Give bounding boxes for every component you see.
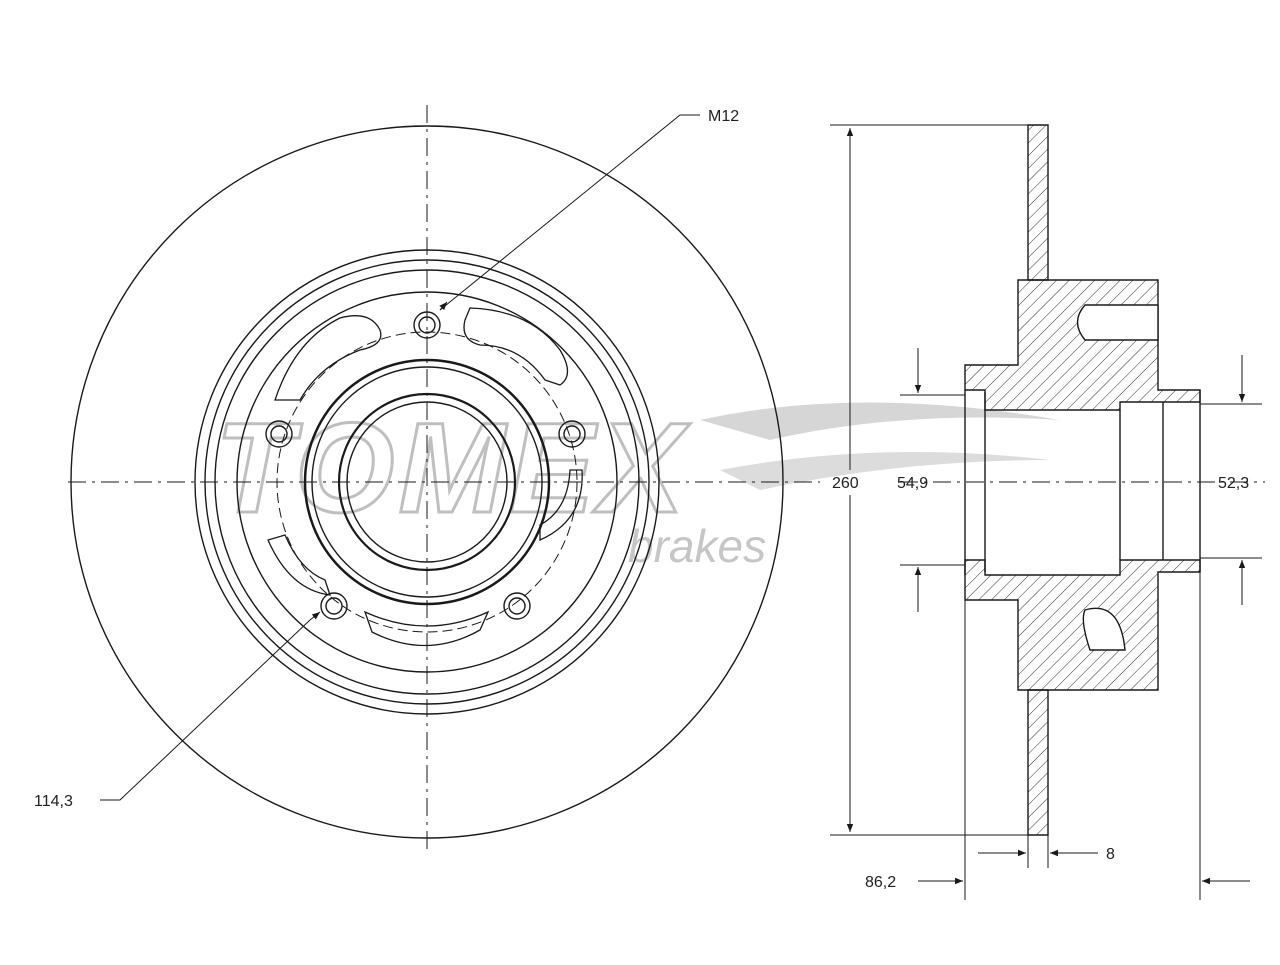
label-thickness: 8 [1106,846,1115,863]
disc-outer-edge [70,125,784,839]
hat-ring-2 [214,269,640,695]
watermark-sub: brakes [628,520,766,572]
bolt-holes [265,311,586,620]
label-outer-diameter: 260 [832,475,859,492]
hub-pockets [267,307,583,647]
bolt-circle-line [276,331,578,633]
section-hub-upper [964,279,1201,411]
bolt-hole-1 [413,311,441,339]
section-flange-top [1027,124,1049,281]
pocket-3 [363,610,490,647]
bolt-hole-4 [320,592,348,620]
hub-ring-2 [311,366,543,598]
watermark-swoosh-top [700,402,1060,440]
label-bore-outer: 52,3 [1218,475,1249,492]
watermark-brand: TOMEX [215,397,690,540]
watermark: TOMEX brakes [214,396,1060,572]
watermark-swoosh-bottom [720,452,1050,490]
disc-section-view [900,124,1265,836]
upper-bolt-channel [1076,304,1159,341]
label-total-height: 86,2 [865,874,896,891]
bearing-ring [337,392,517,572]
lower-bolt-pocket [1082,607,1126,651]
label-thread: M12 [708,108,739,125]
thread-leader [439,114,700,311]
hat-ring-3 [236,291,618,673]
friction-ring-inner-edge [194,249,660,715]
bore [346,401,508,563]
pocket-4 [274,315,382,401]
bolt-hole-3-inner [508,597,526,615]
dimensions [830,124,1262,900]
thread-leader-arrow [439,301,448,311]
hub-ring-outer [303,358,551,606]
label-bolt-circle: 114,3 [34,793,73,810]
bolt-hole-2-inner [563,425,581,443]
bore-outline [964,390,1201,575]
label-bore-inner: 54,9 [897,475,928,492]
pocket-2 [539,469,583,542]
section-flange-bottom [1027,689,1049,836]
bolt-hole-3 [503,592,531,620]
pocket-5 [267,534,331,596]
dimension-labels: M12 114,3 260 54,9 52,3 86,2 8 [34,108,1249,891]
pocket-1 [463,307,569,386]
bolt-hole-5-inner [270,425,288,443]
hat-outer-ring [204,259,650,705]
bolt-hole-5 [265,420,293,448]
section-hub-lower [964,559,1201,691]
bolt-circle-leader-arrow [309,611,321,621]
bolt-hole-4-inner [325,597,343,615]
bolt-hole-2 [558,420,586,448]
bolt-hole-1-inner [418,316,436,334]
disc-front-view [68,105,820,855]
bolt-circle-leader [100,619,311,801]
